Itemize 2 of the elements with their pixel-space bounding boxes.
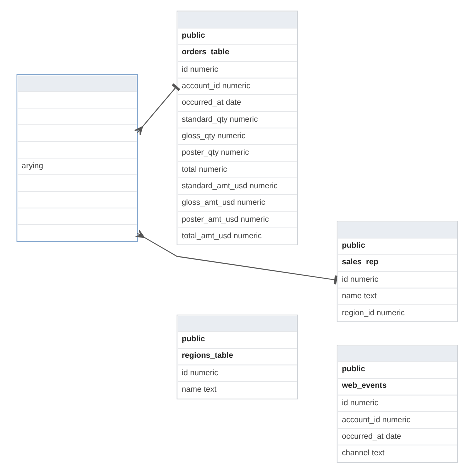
connector: [134, 230, 338, 285]
connector: [134, 84, 180, 136]
